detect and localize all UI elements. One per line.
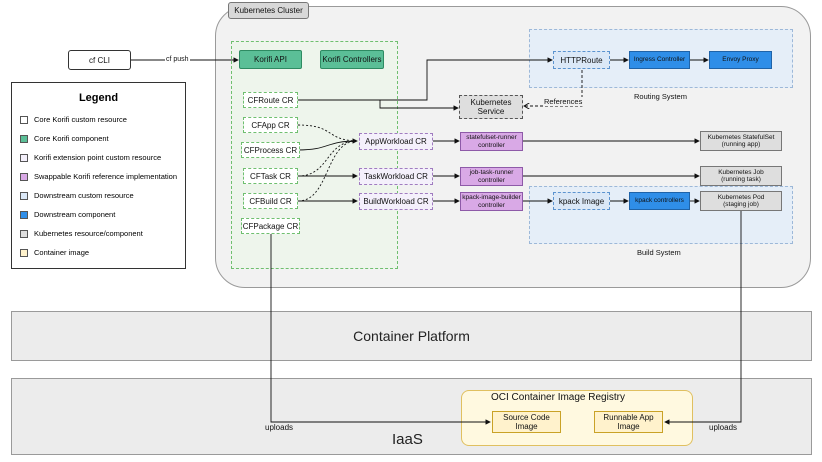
buildworkload-cr[interactable]: BuildWorkload CR: [359, 193, 433, 210]
kubernetes-statefulset-line2: (running app): [721, 141, 761, 148]
legend-item: Kubernetes resource/component: [12, 224, 185, 243]
uploads-right-label: uploads: [709, 423, 738, 432]
job-task-runner-line2: controller: [478, 176, 505, 184]
uploads-left-label: uploads: [265, 423, 294, 432]
kubernetes-service-line2: Service: [477, 107, 505, 116]
statefulset-runner-line1: statefulset-runner: [466, 134, 517, 141]
kubernetes-pod-line1: Kubernetes Pod: [717, 193, 765, 201]
runnable-app-image-line2: Image: [617, 422, 640, 431]
kpack-image-builder-controller[interactable]: kpack-image-builder controller: [460, 192, 523, 211]
container-platform-title: Container Platform: [353, 327, 470, 344]
legend-item: Downstream custom resource: [12, 186, 185, 205]
kubernetes-pod[interactable]: Kubernetes Pod (staging job): [700, 191, 782, 211]
cf-cli[interactable]: cf CLI: [68, 50, 131, 70]
korifi-api[interactable]: Korifi API: [239, 50, 302, 69]
legend-item-label: Korifi extension point custom resource: [34, 153, 162, 162]
kubernetes-job-line2: (running task): [721, 176, 761, 183]
kubernetes-service-line1: Kubernetes: [470, 98, 512, 107]
legend-item: Downstream component: [12, 205, 185, 224]
oci-registry-title: OCI Container Image Registry: [491, 392, 625, 403]
httproute[interactable]: HTTPRoute: [553, 51, 610, 69]
legend-item-label: Downstream custom resource: [34, 191, 134, 200]
legend-swatch: [20, 153, 28, 162]
legend-item: Swappable Korifi reference implementatio…: [12, 167, 185, 186]
kubernetes-service[interactable]: Kubernetes Service: [459, 95, 523, 119]
legend-item-label: Core Korifi component: [34, 134, 109, 143]
cf-push-label: cf push: [165, 56, 190, 63]
kubernetes-pod-line2: (staging job): [723, 201, 759, 208]
job-task-runner-line1: job-task-runner: [469, 169, 514, 176]
kpack-controllers[interactable]: kpack controllers: [629, 192, 690, 210]
cftask-cr[interactable]: CFTask CR: [243, 168, 298, 184]
statefulset-runner-controller[interactable]: statefulset-runner controller: [460, 132, 523, 151]
job-task-runner-controller[interactable]: job-task-runner controller: [460, 167, 523, 186]
legend-swatch: [20, 172, 28, 181]
legend-item: Core Korifi component: [12, 129, 185, 148]
cfapp-cr[interactable]: CFApp CR: [243, 117, 298, 133]
cfroute-cr[interactable]: CFRoute CR: [243, 92, 298, 108]
legend-item: Korifi extension point custom resource: [12, 148, 185, 167]
cfpackage-cr[interactable]: CFPackage CR: [241, 218, 300, 234]
legend-swatch: [20, 115, 28, 124]
legend-item-label: Swappable Korifi reference implementatio…: [34, 172, 177, 181]
legend-item-label: Downstream component: [34, 210, 116, 219]
cluster-title: Kubernetes Cluster: [228, 2, 309, 19]
cf-cli-label: cf CLI: [89, 55, 110, 65]
container-platform: Container Platform: [11, 311, 812, 361]
cfprocess-cr[interactable]: CFProcess CR: [241, 142, 300, 158]
runnable-app-image: Runnable App Image: [594, 411, 663, 433]
legend-swatch: [20, 229, 28, 238]
legend-title: Legend: [78, 92, 119, 104]
cfbuild-cr[interactable]: CFBuild CR: [243, 193, 298, 209]
legend-swatch: [20, 248, 28, 257]
kpack-image-builder-line1: kpack-image-builder: [462, 194, 521, 201]
envoy-proxy[interactable]: Envoy Proxy: [709, 51, 772, 69]
source-code-image-line2: Image: [515, 422, 538, 431]
legend-item: Core Korifi custom resource: [12, 110, 185, 129]
runnable-app-image-line1: Runnable App: [603, 413, 654, 422]
kubernetes-job-line1: Kubernetes Job: [718, 168, 764, 176]
taskworkload-cr[interactable]: TaskWorkload CR: [359, 168, 433, 185]
kpack-image-builder-line2: controller: [478, 201, 505, 209]
kubernetes-statefulset-line1: Kubernetes StatefulSet: [707, 133, 775, 141]
references-label: References: [543, 97, 584, 106]
source-code-image-line1: Source Code: [503, 413, 550, 422]
legend-swatch: [20, 134, 28, 143]
legend-item: Container image: [12, 243, 185, 262]
legend-item-label: Kubernetes resource/component: [34, 229, 143, 238]
appworkload-cr[interactable]: AppWorkload CR: [359, 133, 433, 150]
korifi-controllers[interactable]: Korifi Controllers: [320, 50, 384, 69]
legend-swatch: [20, 210, 28, 219]
kpack-image[interactable]: kpack Image: [553, 192, 610, 210]
statefulset-runner-line2: controller: [478, 141, 505, 149]
legend-swatch: [20, 191, 28, 200]
kubernetes-job[interactable]: Kubernetes Job (running task): [700, 166, 782, 186]
iaas-title: IaaS: [392, 431, 423, 448]
legend-item-label: Container image: [34, 248, 90, 257]
legend-item-label: Core Korifi custom resource: [34, 115, 127, 124]
routing-system-title: Routing System: [634, 92, 687, 101]
ingress-controller[interactable]: Ingress Controller: [629, 51, 690, 69]
build-system-title: Build System: [637, 248, 681, 257]
kubernetes-statefulset[interactable]: Kubernetes StatefulSet (running app): [700, 131, 782, 151]
source-code-image: Source Code Image: [492, 411, 561, 433]
